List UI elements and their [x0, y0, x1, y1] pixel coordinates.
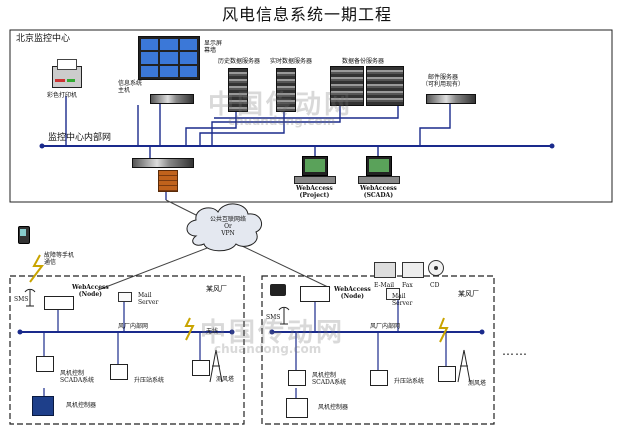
- farm1-turbine-controller-icon: [32, 396, 54, 416]
- center-label: 北京监控中心: [16, 34, 71, 44]
- mail-server-icon: [426, 94, 476, 104]
- info-host-server-icon: [150, 94, 194, 104]
- watermark-bottom: 中国传动网: [200, 318, 346, 348]
- fax-icon: [402, 262, 424, 278]
- farm1-lan-label: 风厂内部网: [118, 323, 149, 330]
- printer-icon: [52, 59, 82, 88]
- cd-icon: [428, 260, 444, 276]
- farm2-webaccess-label: WebAccess (Node): [334, 286, 371, 300]
- page-title: 风电信息系统一期工程: [222, 5, 393, 24]
- center-lan-label: 监控中心内部网: [48, 133, 112, 143]
- backup-server-label: 数据备份服务器: [342, 58, 385, 65]
- realtime-server-label: 实时数据服务器: [270, 58, 313, 65]
- farm2-tower-label: 测风塔: [468, 380, 487, 387]
- webaccess-scada-label: WebAccess (SCADA): [360, 185, 397, 199]
- farm1-frame: [9, 275, 245, 425]
- farm1-webaccess-label: WebAccess (Node): [72, 284, 109, 298]
- printer-label: 彩色打印机: [47, 92, 78, 99]
- center-lan-end-left: [39, 143, 45, 149]
- farm2-tower-box: [438, 366, 456, 382]
- pc-scada-base: [358, 176, 400, 184]
- farm2-webaccess-box: [300, 286, 330, 302]
- center-lan-end-right: [549, 143, 555, 149]
- farm1-webaccess-box: [44, 296, 74, 310]
- farm1-tower-box: [192, 360, 210, 376]
- farm1-mail-label: Mail Server: [138, 292, 159, 306]
- farm2-substation-label: 升压站系统: [394, 378, 425, 385]
- watermark-top: 中国传动网: [208, 90, 354, 120]
- internet-cloud: [186, 203, 263, 252]
- backup-server-icon-1: [330, 66, 364, 106]
- phone-icon: [18, 226, 30, 244]
- farm2-scada-label: 风机控制 SCADA系统: [312, 372, 347, 386]
- switch-icon: [132, 158, 194, 168]
- farm1-tower-label: 测风塔: [216, 376, 235, 383]
- farm2-lan-label: 风厂内部网: [370, 323, 401, 330]
- farm1-label: 某风厂: [206, 285, 227, 293]
- internet-label: 公共互联网络 Or VPN: [209, 216, 246, 237]
- farm1-turbine-label: 风机控制器: [66, 402, 97, 409]
- pc-project-icon: [302, 156, 328, 176]
- pc-project-base: [294, 176, 336, 184]
- farm1-substation-box: [110, 364, 128, 380]
- farm1-mail-server-icon: [118, 292, 132, 302]
- farm2-turbine-controller-box: [286, 398, 308, 418]
- farm2-mail-label: Mail Server: [392, 293, 413, 307]
- mail-server-label: 邮件服务器 （可利用现有）: [422, 74, 465, 88]
- history-server-icon: [228, 68, 248, 112]
- more-farms-ellipsis: ……: [502, 344, 528, 358]
- farm1-wireless-label: 无线: [206, 328, 219, 335]
- farm2-turbine-label: 风机控制器: [318, 404, 349, 411]
- firewall-icon: [158, 170, 178, 192]
- bolt-farm1: [184, 317, 195, 341]
- phone-label: 故障等手机 通信: [44, 252, 75, 266]
- history-server-label: 历史数据服务器: [218, 58, 261, 65]
- info-host-label: 信息系统 主机: [118, 80, 143, 94]
- backup-server-icon-2: [366, 66, 404, 106]
- farm2-label: 某风厂: [458, 290, 479, 298]
- email-label: E-Mail: [374, 282, 395, 289]
- farm1-sms-label: SMS: [14, 296, 29, 303]
- display-wall-label: 显示屏 幕墙: [204, 40, 223, 54]
- farm2-scada-box: [288, 370, 306, 386]
- farm1-scada-box: [36, 356, 54, 372]
- bolt-farm2: [438, 317, 449, 343]
- farm2-sms-label: SMS: [266, 314, 281, 321]
- farm2-mail-server-icon: [386, 288, 400, 300]
- farm2-frame: [261, 275, 495, 425]
- farm2-camera-icon: [270, 284, 286, 296]
- cd-label: CD: [430, 282, 440, 289]
- email-icon: [374, 262, 396, 278]
- fax-label: Fax: [402, 282, 413, 289]
- farm1-substation-label: 升压站系统: [134, 377, 165, 384]
- center-frame: [9, 29, 613, 203]
- pc-scada-icon: [366, 156, 392, 176]
- display-wall-icon: [138, 36, 200, 80]
- farm1-scada-label: 风机控制 SCADA系统: [60, 370, 95, 384]
- watermark-bottom-sub: chuandong.com: [214, 342, 322, 356]
- watermark-top-sub: chuandong.com: [228, 114, 336, 128]
- webaccess-project-label: WebAccess (Project): [296, 185, 333, 199]
- farm2-substation-box: [370, 370, 388, 386]
- realtime-server-icon: [276, 68, 296, 112]
- bolt-phone: [29, 254, 44, 283]
